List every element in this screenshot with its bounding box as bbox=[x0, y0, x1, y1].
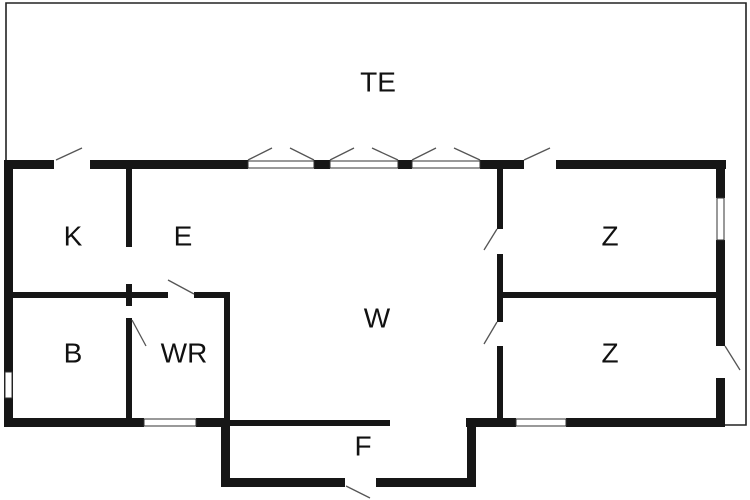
room-label-bedroom-top: Z bbox=[601, 220, 618, 251]
room-label-entrance: E bbox=[174, 220, 193, 251]
door-swings bbox=[55, 147, 741, 499]
room-label-bathroom: B bbox=[64, 337, 83, 368]
room-label-terrace: TE bbox=[360, 66, 396, 97]
room-label-bedroom-bottom: Z bbox=[601, 337, 618, 368]
terrace-outline bbox=[5, 2, 747, 426]
walls bbox=[4, 160, 726, 487]
room-labels: TE K E W Z Z B WR F bbox=[64, 66, 619, 461]
room-label-toilet: WR bbox=[161, 337, 208, 368]
room-label-living: W bbox=[364, 302, 391, 333]
windows bbox=[4, 160, 725, 427]
room-label-hall: F bbox=[354, 430, 371, 461]
room-label-kitchen: K bbox=[64, 220, 83, 251]
